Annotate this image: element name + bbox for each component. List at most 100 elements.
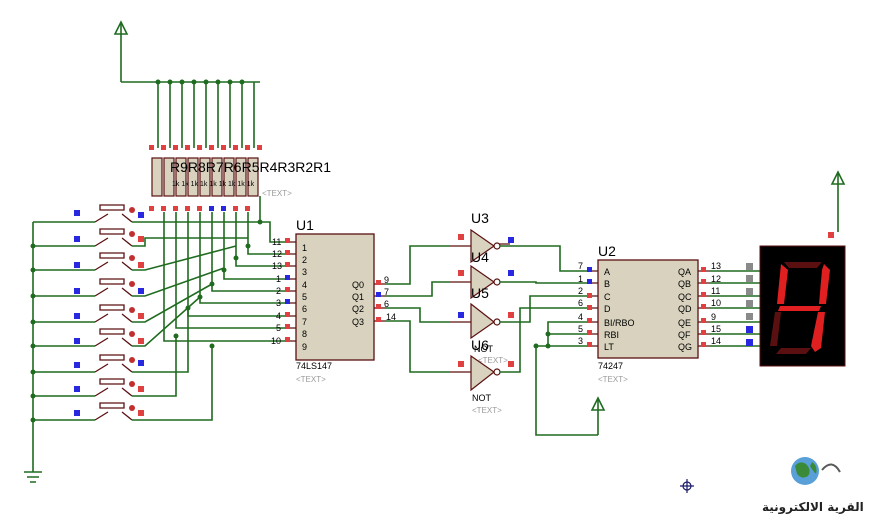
svg-text:9: 9 — [711, 312, 716, 322]
decoder-display-wires — [710, 232, 834, 347]
power-terminal-display[interactable] — [830, 170, 846, 232]
u5-ref: U5 — [471, 285, 489, 301]
svg-text:8: 8 — [302, 329, 307, 339]
svg-text:6: 6 — [384, 299, 389, 309]
svg-text:Q2: Q2 — [352, 304, 364, 314]
logo-globe-icon — [791, 457, 841, 485]
inverter-u5[interactable] — [450, 302, 514, 340]
encoder-chip-u1[interactable] — [285, 233, 385, 361]
svg-text:2: 2 — [578, 286, 583, 296]
u1-placeholder: <TEXT> — [296, 375, 326, 384]
inverter-u4[interactable] — [450, 264, 514, 300]
inverter-decoder-wires — [500, 245, 598, 436]
svg-text:4: 4 — [578, 312, 583, 322]
u6-part: NOT — [472, 393, 492, 403]
svg-text:2: 2 — [302, 255, 307, 265]
inverter-u3[interactable] — [450, 228, 514, 264]
svg-text:4: 4 — [302, 280, 307, 290]
svg-text:6: 6 — [302, 304, 307, 314]
switch-output-wires — [132, 219, 263, 421]
svg-text:7: 7 — [302, 317, 307, 327]
resistor-pack-values: 1k 1k 1k 1k 1k 1k 1k 1k 1k — [172, 181, 255, 188]
segment-f — [777, 264, 788, 304]
segment-a — [784, 262, 822, 268]
decoder-chip-u2[interactable] — [587, 259, 710, 359]
svg-text:QD: QD — [678, 304, 692, 314]
svg-text:A: A — [604, 267, 610, 277]
power-terminal-top[interactable] — [113, 20, 129, 82]
svg-text:9: 9 — [302, 342, 307, 352]
inverter-u6[interactable] — [450, 354, 514, 392]
svg-text:14: 14 — [386, 312, 396, 322]
u2-ref: U2 — [598, 243, 616, 259]
encoder-inverter-wires — [385, 245, 450, 373]
logo-text: القرية الالكترونية — [762, 500, 864, 514]
svg-text:15: 15 — [711, 324, 721, 334]
ground-terminal[interactable] — [24, 222, 42, 483]
svg-text:1: 1 — [302, 243, 307, 253]
svg-text:12: 12 — [272, 249, 282, 259]
resistor-pack-placeholder: <TEXT> — [262, 189, 292, 198]
svg-text:Q3: Q3 — [352, 317, 364, 327]
svg-text:LT: LT — [604, 342, 614, 352]
crosshair-probe-icon[interactable] — [680, 479, 694, 493]
svg-text:10: 10 — [271, 336, 281, 346]
svg-text:5: 5 — [578, 324, 583, 334]
svg-text:13: 13 — [711, 261, 721, 271]
power-terminal-bottom[interactable] — [590, 396, 606, 435]
svg-text:7: 7 — [578, 261, 583, 271]
seven-segment-display[interactable] — [759, 245, 846, 367]
svg-text:11: 11 — [272, 237, 281, 247]
svg-text:1: 1 — [578, 274, 583, 284]
segment-d — [776, 348, 811, 354]
svg-text:5: 5 — [276, 323, 281, 333]
svg-text:14: 14 — [711, 336, 721, 346]
u3-ref: U3 — [471, 210, 489, 226]
u6-part-upper: NOT — [474, 344, 494, 354]
u6-placeholder-upper: <TEXT> — [478, 356, 508, 365]
segment-g — [778, 306, 821, 311]
u2-part: 74247 — [598, 361, 623, 371]
svg-text:10: 10 — [711, 298, 721, 308]
svg-text:9: 9 — [384, 275, 389, 285]
segment-b — [819, 264, 830, 304]
svg-text:13: 13 — [272, 261, 282, 271]
resistor-pack-label: R9R8R7R6R5R4R3R2R1 — [170, 159, 331, 175]
svg-text:RBI: RBI — [604, 330, 619, 340]
svg-text:3: 3 — [276, 298, 281, 308]
svg-text:QG: QG — [678, 342, 692, 352]
u1-part: 74LS147 — [296, 361, 332, 371]
u4-ref: U4 — [471, 249, 489, 265]
svg-text:Q0: Q0 — [352, 280, 364, 290]
svg-text:5: 5 — [302, 292, 307, 302]
svg-text:QA: QA — [678, 267, 691, 277]
svg-text:12: 12 — [711, 274, 721, 284]
svg-text:QF: QF — [678, 330, 691, 340]
u2-pin-labels: A B C D BI/RBO RBI LT QA QB QC QD QE QF … — [604, 267, 692, 352]
svg-text:B: B — [604, 279, 610, 289]
svg-text:D: D — [604, 304, 611, 314]
svg-text:11: 11 — [711, 286, 720, 296]
svg-text:QB: QB — [678, 279, 691, 289]
u1-pin-labels: 1 2 3 4 5 6 7 8 9 Q0 Q1 Q2 Q3 — [302, 243, 364, 352]
u6-ref: U6 — [471, 337, 489, 353]
switch-bank[interactable] — [30, 204, 145, 423]
svg-text:QE: QE — [678, 318, 691, 328]
svg-text:7: 7 — [384, 287, 389, 297]
svg-text:6: 6 — [578, 298, 583, 308]
svg-text:3: 3 — [578, 336, 583, 346]
svg-text:2: 2 — [276, 286, 281, 296]
u6-placeholder: <TEXT> — [472, 406, 502, 415]
resistor-pack[interactable] — [149, 145, 262, 211]
resistor-top-leads — [155, 79, 255, 148]
svg-text:3: 3 — [302, 267, 307, 277]
svg-text:1: 1 — [276, 274, 281, 284]
u2-placeholder: <TEXT> — [598, 375, 628, 384]
svg-text:4: 4 — [276, 311, 281, 321]
u1-ref: U1 — [296, 217, 314, 233]
svg-text:BI/RBO: BI/RBO — [604, 318, 635, 328]
svg-text:Q1: Q1 — [352, 292, 364, 302]
u1-pin-numbers: 11 12 13 1 2 3 4 5 10 9 7 6 14 — [271, 237, 396, 346]
segment-c — [811, 312, 825, 352]
